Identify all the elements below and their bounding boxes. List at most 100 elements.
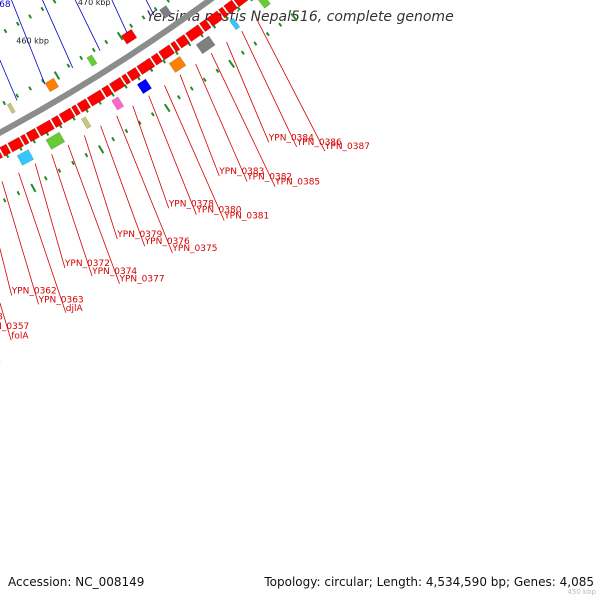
minor-tick xyxy=(129,23,134,28)
minor-tick xyxy=(228,59,236,69)
gene-block xyxy=(229,17,241,31)
minor-tick xyxy=(174,50,179,56)
minor-tick xyxy=(15,93,20,98)
forward-gene-label: YPN_0360 xyxy=(0,357,1,367)
gene-block xyxy=(25,127,40,143)
reverse-gene-label: YPN_0368 xyxy=(0,0,11,10)
minor-tick xyxy=(2,198,7,203)
gene-block xyxy=(185,24,205,42)
gene-block xyxy=(108,76,126,93)
gene-block xyxy=(6,102,16,114)
minor-tick xyxy=(91,47,96,53)
gene-block xyxy=(86,54,98,67)
leader-line xyxy=(116,115,173,254)
gene-block xyxy=(199,18,212,33)
forward-gene-label: YPN_0381 xyxy=(223,212,269,222)
gene-block xyxy=(126,66,141,82)
leader-line xyxy=(241,30,298,148)
gene-block xyxy=(45,131,66,150)
minor-tick xyxy=(215,68,220,74)
leader-line xyxy=(0,59,18,101)
minor-tick xyxy=(137,120,142,125)
leader-line xyxy=(84,135,118,240)
minor-tick xyxy=(43,176,48,181)
forward-gene-label: YPN_0372 xyxy=(64,259,110,269)
minor-tick xyxy=(40,6,45,12)
forward-gene-label: folA xyxy=(11,331,29,341)
gene-block xyxy=(86,89,106,107)
leader-line xyxy=(148,95,197,215)
minor-tick xyxy=(28,14,32,19)
minor-tick xyxy=(71,160,75,166)
leader-line xyxy=(226,42,270,143)
minor-tick xyxy=(290,12,298,22)
forward-gene-label: YPN_0375 xyxy=(171,244,217,254)
gene-block xyxy=(7,136,24,153)
gene-block xyxy=(206,10,224,27)
gene-block xyxy=(121,73,132,85)
gene-block xyxy=(81,116,92,129)
gene-block xyxy=(170,40,181,53)
feature-track xyxy=(0,0,271,166)
minor-tick xyxy=(153,6,158,12)
forward-gene-label: YPN_0379 xyxy=(116,230,162,240)
gene-block xyxy=(150,52,163,66)
topology-text: Topology: circular; Length: 4,534,590 bp… xyxy=(264,575,594,589)
leader-line xyxy=(42,0,74,68)
leader-line xyxy=(11,0,46,85)
forward-gene-label: YPN_0387 xyxy=(324,142,370,152)
minor-tick xyxy=(162,59,167,64)
forward-gene-label: YPN_0385 xyxy=(274,178,320,188)
leader-line xyxy=(195,63,248,182)
leader-line xyxy=(164,85,225,221)
gene-block xyxy=(158,44,175,61)
gene-block xyxy=(159,5,173,19)
forward-gene-label: YPN_0383 xyxy=(218,167,264,177)
leader-line xyxy=(145,0,155,16)
gene-block xyxy=(175,34,191,49)
minor-tick xyxy=(104,39,109,45)
minor-tick xyxy=(97,144,105,154)
minor-tick xyxy=(3,28,8,34)
minor-tick xyxy=(57,168,62,173)
minor-tick xyxy=(265,31,270,37)
minor-tick xyxy=(163,103,171,113)
gene-block xyxy=(232,0,252,8)
minor-tick xyxy=(52,0,57,4)
watermark-text: 450 kbp xyxy=(567,588,596,596)
minor-tick xyxy=(124,128,129,134)
gene-block xyxy=(257,0,271,9)
leader-line xyxy=(179,74,220,177)
forward-gene-label: YPN_0358 xyxy=(0,312,3,322)
minor-tick xyxy=(79,55,84,61)
gene-block xyxy=(50,115,63,128)
forward-gene-label: YPN_0382 xyxy=(246,173,292,183)
minor-tick xyxy=(240,50,245,55)
gene-block xyxy=(0,148,4,165)
forward-gene-label: djlA xyxy=(66,304,84,314)
gene-block xyxy=(168,55,187,73)
minor-tick xyxy=(41,78,45,84)
minor-tick xyxy=(84,152,89,158)
leader-line xyxy=(210,53,276,187)
forward-gene-label: YPN_0376 xyxy=(144,237,190,247)
minor-tick xyxy=(16,190,21,196)
minor-tick xyxy=(141,15,146,20)
forward-gene-label: YPN_0374 xyxy=(91,267,137,277)
leader-line xyxy=(34,163,66,269)
gene-block xyxy=(223,0,238,15)
gene-block xyxy=(136,57,156,76)
leader-line xyxy=(51,154,93,277)
gene-block xyxy=(16,149,34,166)
gene-block xyxy=(71,104,81,117)
minor-tick xyxy=(150,112,155,117)
minor-tick xyxy=(111,136,116,142)
tick-label: 470 kbp xyxy=(78,0,111,7)
gene-block xyxy=(35,119,55,137)
genome-backbone xyxy=(0,0,215,136)
leader-line xyxy=(256,19,326,152)
minor-tick xyxy=(253,41,258,46)
gene-block xyxy=(101,84,114,98)
minor-tick xyxy=(166,0,170,3)
